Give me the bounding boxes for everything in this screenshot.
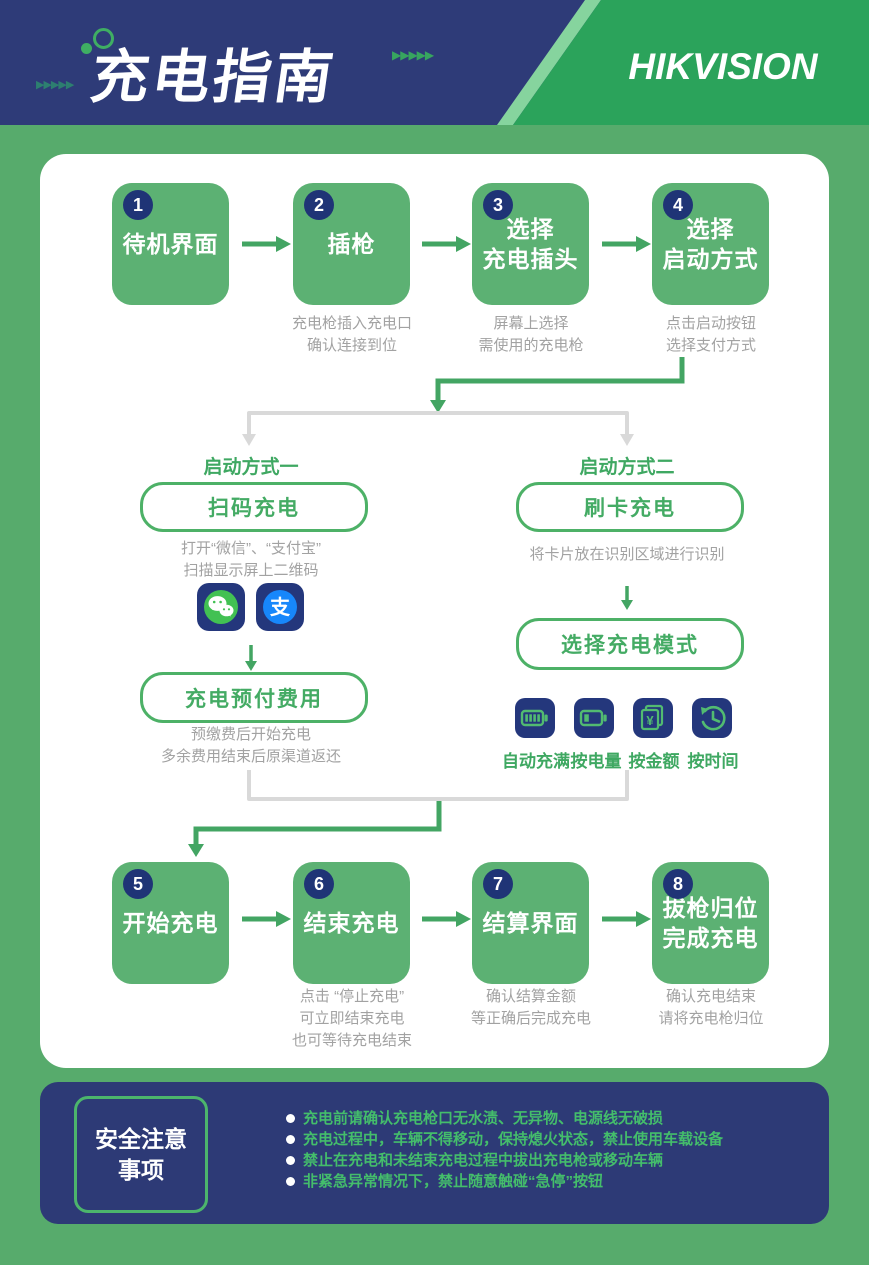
step-box-7: 7 结算界面	[472, 862, 589, 984]
mode-label-time: 按时间	[687, 752, 739, 771]
step-caption-7: 确认结算金额 等正确后完成充电	[470, 988, 591, 1027]
brand-logo: HIKVISION	[628, 46, 818, 87]
safety-bullet-text: 充电前请确认充电枪口无水渍、无异物、电源线无破损	[303, 1110, 664, 1127]
svg-text:¥: ¥	[646, 713, 654, 728]
step-title: 插枪	[327, 231, 376, 257]
battery-full-icon	[515, 698, 555, 738]
safety-bullet: 禁止在充电和未结束充电过程中拔出充电枪或移动车辆	[286, 1153, 723, 1168]
step-title: 选择 充电插头	[482, 216, 579, 272]
prepay-caption: 预缴费后开始充电 多余费用结束后原渠道返还	[160, 726, 341, 765]
bullet-dot-icon	[286, 1177, 295, 1186]
step-number-badge: 8	[663, 869, 693, 899]
money-icon: ¥	[633, 698, 673, 738]
wechat-icon	[197, 583, 245, 631]
step-box-8: 8 拔枪归位 完成充电	[652, 862, 769, 984]
step-number-badge: 6	[304, 869, 334, 899]
step-number-badge: 7	[483, 869, 513, 899]
safety-bullet-list: 充电前请确认充电枪口无水渍、无异物、电源线无破损 充电过程中，车辆不得移动，保持…	[286, 1111, 723, 1189]
step-box-2: 2 插枪	[293, 183, 410, 305]
step-caption-3: 屏幕上选择 需使用的充电枪	[478, 315, 584, 354]
safety-bullet: 充电前请确认充电枪口无水渍、无异物、电源线无破损	[286, 1111, 723, 1126]
step-caption-2: 充电枪插入充电口 确认连接到位	[291, 315, 412, 354]
step-box-5: 5 开始充电	[112, 862, 229, 984]
step-title: 开始充电	[122, 910, 219, 936]
bullet-dot-icon	[286, 1135, 295, 1144]
step-caption-6: 点击 “停止充电” 可立即结束充电 也可等待充电结束	[291, 988, 412, 1049]
step-number-badge: 1	[123, 190, 153, 220]
branch-right-caption: 将卡片放在识别区域进行识别	[529, 546, 725, 563]
mode-label-amount: 按金额	[628, 752, 680, 771]
step-title: 拔枪归位 完成充电	[662, 895, 759, 951]
safety-bullet: 充电过程中，车辆不得移动，保持熄火状态，禁止使用车载设备	[286, 1132, 723, 1147]
step-box-3: 3 选择 充电插头	[472, 183, 589, 305]
step-number-badge: 2	[304, 190, 334, 220]
safety-bullet-text: 非紧急异常情况下，禁止随意触碰“急停”按钮	[303, 1173, 604, 1190]
step-title: 结算界面	[482, 910, 579, 936]
safety-panel: 安全注意 事项 充电前请确认充电枪口无水渍、无异物、电源线无破损 充电过程中，车…	[40, 1082, 829, 1224]
poster-title: 充电指南	[86, 45, 340, 110]
deco-ring-icon	[93, 28, 114, 49]
safety-bullet-text: 禁止在充电和未结束充电过程中拔出充电枪或移动车辆	[303, 1152, 664, 1169]
step-number-badge: 3	[483, 190, 513, 220]
header-banner: 充电指南 HIKVISION	[0, 0, 869, 125]
mode-label-energy: 按电量	[570, 752, 622, 771]
mode-label-auto: 自动充满	[502, 752, 570, 771]
step-box-6: 6 结束充电	[293, 862, 410, 984]
deco-dot-icon	[81, 43, 92, 54]
step-number-badge: 4	[663, 190, 693, 220]
scan-charge-box: 扫码充电	[140, 482, 368, 532]
prepay-box: 充电预付费用	[140, 672, 368, 723]
bullet-dot-icon	[286, 1156, 295, 1165]
step-caption-8: 确认充电结束 请将充电枪归位	[658, 988, 764, 1027]
deco-arrows-right-icon	[392, 48, 433, 62]
safety-bullet-text: 充电过程中，车辆不得移动，保持熄火状态，禁止使用车载设备	[303, 1131, 724, 1148]
branch-left-caption: 打开“微信”、“支付宝” 扫描显示屏上二维码	[181, 540, 321, 579]
step-title: 待机界面	[122, 231, 219, 257]
safety-title: 安全注意 事项	[74, 1096, 208, 1213]
step-title: 结束充电	[303, 910, 400, 936]
step-box-4: 4 选择 启动方式	[652, 183, 769, 305]
battery-level-icon	[574, 698, 614, 738]
step-number-badge: 5	[123, 869, 153, 899]
branch-left-label: 启动方式一	[203, 457, 299, 478]
step-title: 选择 启动方式	[662, 216, 759, 272]
alipay-icon: 支	[256, 583, 304, 631]
deco-arrows-left-icon	[36, 78, 73, 91]
step-caption-4: 点击启动按钮 选择支付方式	[665, 315, 756, 354]
step-box-1: 1 待机界面	[112, 183, 229, 305]
safety-bullet: 非紧急异常情况下，禁止随意触碰“急停”按钮	[286, 1174, 723, 1189]
card-charge-box: 刷卡充电	[516, 482, 744, 532]
charge-mode-box: 选择充电模式	[516, 618, 744, 670]
svg-text:支: 支	[270, 595, 291, 619]
timer-icon	[692, 698, 732, 738]
branch-right-label: 启动方式二	[579, 457, 675, 478]
bullet-dot-icon	[286, 1114, 295, 1123]
